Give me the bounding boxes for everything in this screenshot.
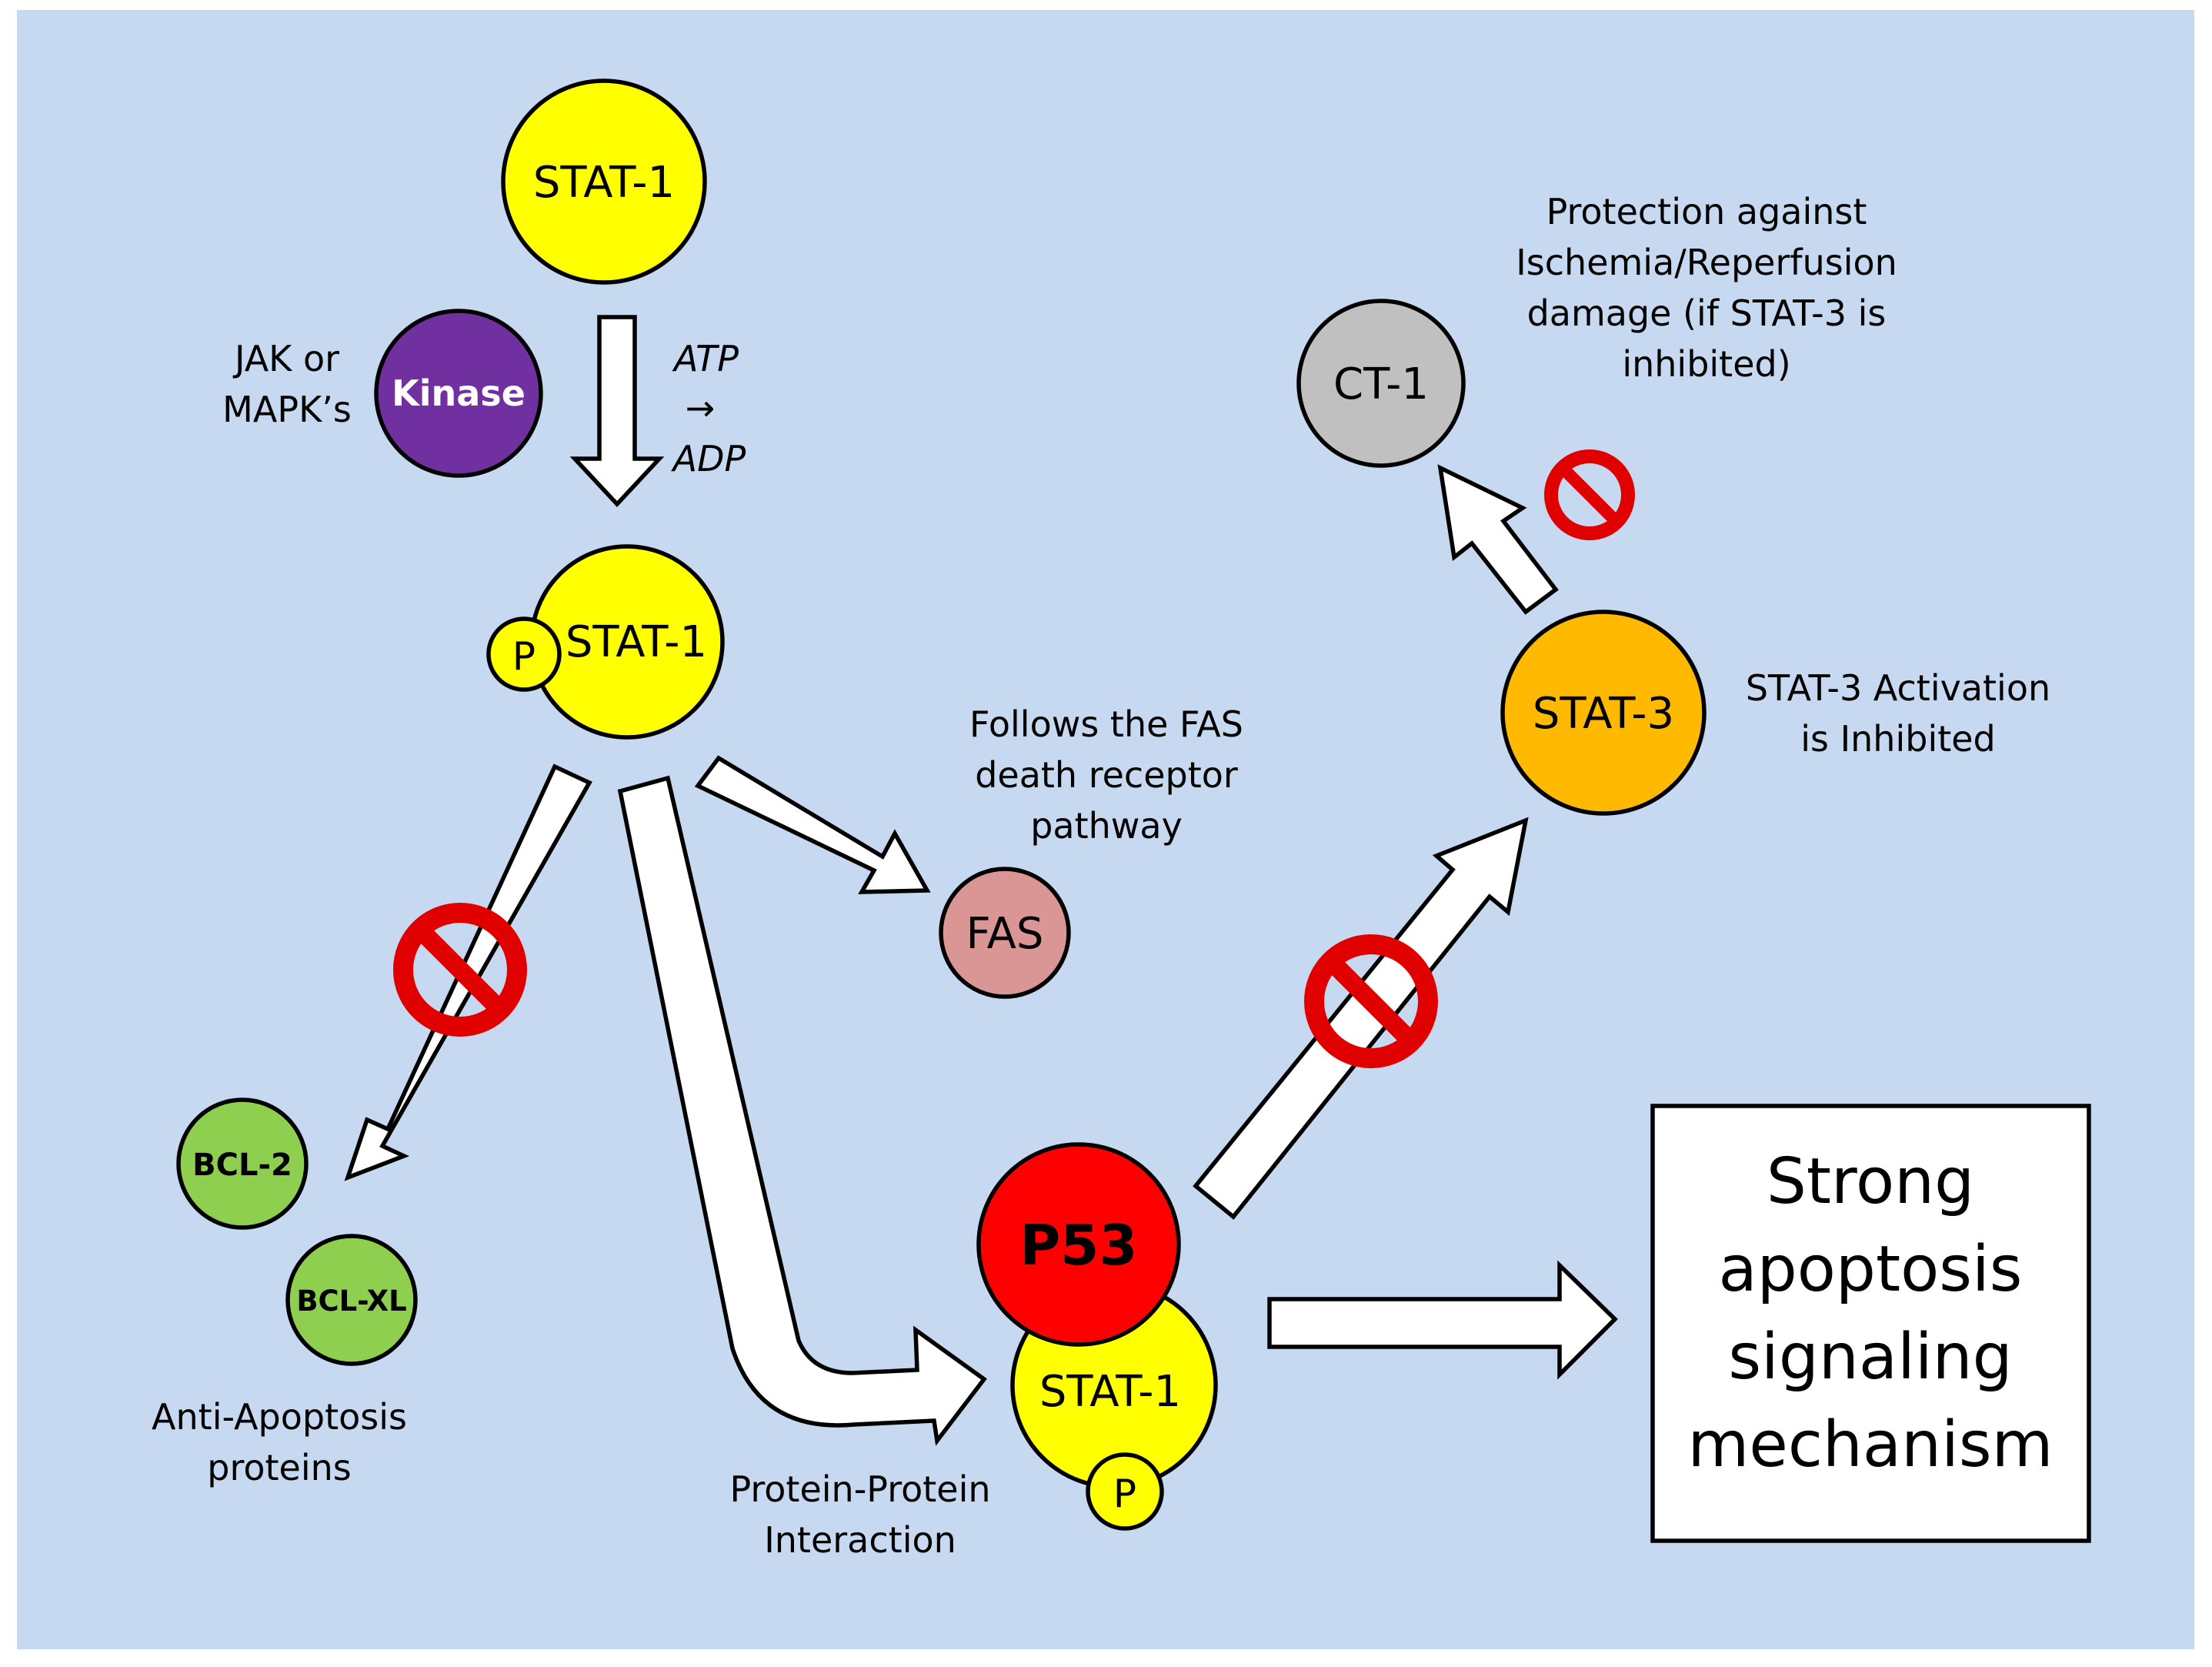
stat1-phosphorylated-node: STAT-1 P [486, 544, 725, 740]
note-line: MAPK’s [222, 389, 352, 430]
result-box: Strong apoptosis signaling mechanism [1650, 1104, 2091, 1543]
arrow-to-ct1 [1437, 464, 1559, 615]
note-line: Anti-Apoptosis [152, 1396, 407, 1438]
no-entry-icon [393, 903, 527, 1037]
stat1-top-label: STAT-1 [533, 158, 675, 208]
kinase-source-note: JAK or MAPK’s [222, 338, 352, 430]
note-line: ATP [672, 338, 739, 379]
arrow-to-stat3 [1193, 817, 1529, 1220]
result-line: apoptosis [1718, 1233, 2022, 1306]
arrow-to-fas [694, 755, 931, 894]
no-entry-icon [1304, 934, 1438, 1068]
stat3-inhibited-note: STAT-3 Activation is Inhibited [1746, 667, 2050, 760]
kinase-label: Kinase [392, 372, 525, 414]
result-line: Strong [1767, 1145, 1974, 1218]
p53-node: P53 [976, 1142, 1181, 1347]
note-line: Protein-Protein [729, 1468, 990, 1510]
protection-note: Protection against Ischemia/Reperfusion … [1516, 191, 1897, 385]
p53-label: P53 [1020, 1213, 1138, 1278]
stat1-bottom-label: STAT-1 [1039, 1367, 1181, 1417]
fas-pathway-note: Follows the FAS death receptor pathway [969, 703, 1243, 847]
note-line: STAT-3 Activation [1746, 667, 2050, 709]
note-line: is Inhibited [1800, 718, 1996, 760]
atp-adp-note: ATP → ADP [671, 338, 746, 479]
stat1-phosphorylated-label: STAT-1 [566, 617, 707, 667]
kinase-node: Kinase [374, 309, 543, 478]
result-line: signaling [1728, 1321, 2012, 1394]
stat3-node: STAT-3 [1500, 610, 1707, 816]
fas-label: FAS [966, 909, 1044, 959]
result-line: mechanism [1688, 1408, 2054, 1482]
note-line: Follows the FAS [969, 703, 1243, 745]
no-entry-icon [1544, 449, 1635, 540]
note-line: proteins [207, 1447, 351, 1488]
protein-interaction-note: Protein-Protein Interaction [729, 1468, 990, 1561]
ct1-label: CT-1 [1333, 359, 1429, 409]
bclxl-label: BCL-XL [296, 1284, 406, 1318]
phosphate-label: P [1113, 1472, 1136, 1516]
anti-apoptosis-note: Anti-Apoptosis proteins [152, 1396, 407, 1488]
bcl2-label: BCL-2 [192, 1148, 292, 1183]
note-line: Ischemia/Reperfusion [1516, 242, 1897, 283]
note-line: Interaction [764, 1519, 956, 1561]
arrow-to-p53 [617, 775, 987, 1446]
stat1-top-node: STAT-1 [501, 79, 707, 285]
note-line: JAK or [232, 338, 339, 379]
note-line: → [686, 387, 716, 429]
bcl2-node: BCL-2 [176, 1097, 309, 1230]
fas-node: FAS [939, 867, 1071, 999]
bclxl-node: BCL-XL [285, 1234, 418, 1366]
phosphate-label: P [512, 634, 535, 679]
ct1-node: CT-1 [1296, 299, 1466, 468]
note-line: death receptor [975, 754, 1238, 796]
note-line: ADP [671, 438, 746, 479]
note-line: pathway [1030, 805, 1183, 847]
stat3-label: STAT-3 [1533, 689, 1674, 739]
note-line: damage (if STAT-3 is [1527, 292, 1887, 334]
note-line: inhibited) [1622, 343, 1790, 385]
arrow-to-result [1267, 1260, 1618, 1380]
arrow-phosphorylation [569, 315, 665, 508]
note-line: Protection against [1546, 191, 1867, 232]
